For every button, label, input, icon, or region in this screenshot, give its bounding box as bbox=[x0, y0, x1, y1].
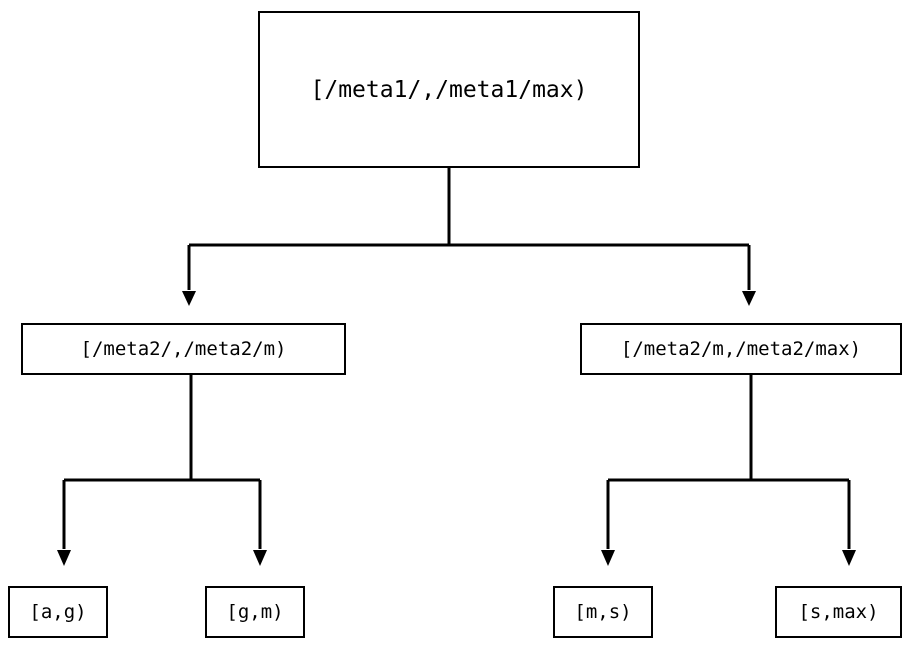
node-mid-right[interactable]: [/meta2/m,/meta2/max) bbox=[580, 323, 902, 375]
node-leaf-3-label: [m,s) bbox=[574, 601, 632, 623]
node-mid-right-label: [/meta2/m,/meta2/max) bbox=[620, 338, 862, 360]
arrowhead-to-leaf-4 bbox=[842, 550, 856, 566]
arrowhead-to-leaf-3 bbox=[601, 550, 615, 566]
node-mid-left[interactable]: [/meta2/,/meta2/m) bbox=[21, 323, 346, 375]
node-leaf-4[interactable]: [s,max) bbox=[775, 586, 902, 638]
node-root-label: [/meta1/,/meta1/max) bbox=[310, 76, 588, 103]
node-mid-left-label: [/meta2/,/meta2/m) bbox=[80, 338, 287, 360]
arrowhead-to-mid-left bbox=[182, 291, 196, 306]
node-leaf-2-label: [g,m) bbox=[226, 601, 284, 623]
arrowhead-to-leaf-1 bbox=[57, 550, 71, 566]
node-leaf-4-label: [s,max) bbox=[798, 601, 879, 623]
arrowhead-to-mid-right bbox=[742, 291, 756, 306]
node-leaf-1-label: [a,g) bbox=[29, 601, 87, 623]
arrowhead-to-leaf-2 bbox=[253, 550, 267, 566]
node-root[interactable]: [/meta1/,/meta1/max) bbox=[258, 11, 640, 168]
node-leaf-2[interactable]: [g,m) bbox=[205, 586, 305, 638]
node-leaf-1[interactable]: [a,g) bbox=[8, 586, 108, 638]
node-leaf-3[interactable]: [m,s) bbox=[553, 586, 653, 638]
